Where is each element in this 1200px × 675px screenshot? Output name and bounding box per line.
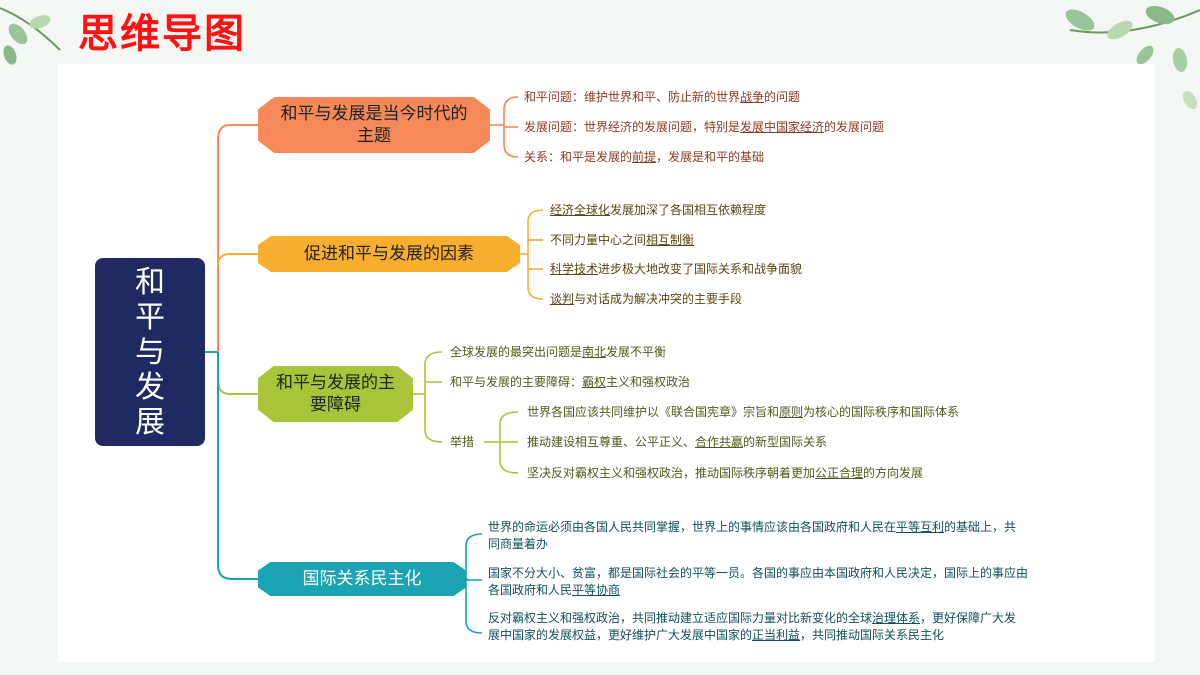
branch-democratization: 国际关系民主化 xyxy=(258,562,466,596)
leaf-item: 关系：和平是发展的前提，发展是和平的基础 xyxy=(524,149,764,165)
leaf-item: 科学技术进步极大地改变了国际关系和战争面貌 xyxy=(550,261,802,277)
keyword-underlined: 霸权 xyxy=(582,375,607,389)
keyword-underlined: 经济全球化 xyxy=(550,203,611,217)
leaf-text: 关系：和平是发展的 xyxy=(524,150,633,164)
leaf-text: 全球发展的最突出问题是 xyxy=(450,345,583,359)
measures-label: 举措 xyxy=(450,435,475,449)
leaf-item: 国家不分大小、贫富，都是国际社会的平等一员。各国的事应由本国政府和人民决定，国际… xyxy=(488,565,1028,599)
keyword-underlined: 正当利益 xyxy=(752,628,801,642)
leaf-text: 和平问题：维护世界和平、防止新的世界 xyxy=(524,90,741,104)
measure-item: 世界各国应该共同维护以《联合国宪章》宗旨和原则为核心的国际秩序和国际体系 xyxy=(527,404,959,420)
leaf-item: 谈判与对话成为解决冲突的主要手段 xyxy=(550,291,742,307)
leaf-text: 世界的命运必须由各国人民共同掌握，世界上的事情应该由各国政府和人民在 xyxy=(488,520,897,534)
root-node: 和平与发展 xyxy=(95,258,205,446)
keyword-underlined: 治理体系 xyxy=(872,611,921,625)
branch-promoting-factors: 促进和平与发展的因素 xyxy=(258,236,520,272)
leaf-text: 为核心的国际秩序和国际体系 xyxy=(803,405,960,419)
leaf-item: 和平与发展的主要障碍：霸权主义和强权政治 xyxy=(450,374,690,390)
mindmap-canvas xyxy=(58,64,1155,662)
branch-theme-of-era: 和平与发展是当今时代的主题 xyxy=(258,97,490,153)
leaf-item: 发展问题：世界经济的发展问题，特别是发展中国家经济的发展问题 xyxy=(524,119,884,135)
leaf-item: 全球发展的最突出问题是南北发展不平衡 xyxy=(450,344,666,360)
keyword-underlined: 科学技术 xyxy=(550,262,599,276)
leaf-text: 世界各国应该共同维护以《联合国宪章》宗旨和 xyxy=(527,405,780,419)
leaf-item: 和平问题：维护世界和平、防止新的世界战争的问题 xyxy=(524,89,800,105)
leaf-decoration-right xyxy=(1065,5,1200,110)
leaf-text: 和平与发展的主要障碍： xyxy=(450,375,583,389)
leaf-text: 推动建设相互尊重、公平正义、 xyxy=(527,435,696,449)
keyword-underlined: 南北 xyxy=(582,345,607,359)
leaf-text: 发展不平衡 xyxy=(606,345,667,359)
measure-item: 推动建设相互尊重、公平正义、合作共赢的新型国际关系 xyxy=(527,434,827,450)
keyword-underlined: 谈判 xyxy=(550,292,575,306)
leaf-text: 的方向发展 xyxy=(863,466,924,480)
keyword-underlined: 发展中国家经济 xyxy=(740,120,825,134)
keyword-underlined: 合作共赢 xyxy=(695,435,744,449)
branch-main-obstacles: 和平与发展的主要障碍 xyxy=(258,366,413,422)
leaf-text: 的新型国际关系 xyxy=(743,435,828,449)
leaf-text: 的发展问题 xyxy=(824,120,885,134)
leaf-text: ，更好保障广大发展中国家的发展权益，更好维护广大发展中国家的 xyxy=(488,611,1017,642)
leaf-item: 世界的命运必须由各国人民共同掌握，世界上的事情应该由各国政府和人民在平等互利的基… xyxy=(488,519,1028,553)
leaf-text: 坚决反对霸权主义和强权政治，推动国际秩序朝着更加 xyxy=(527,466,816,480)
keyword-underlined: 相互制衡 xyxy=(646,233,695,247)
leaf-text: 进步极大地改变了国际关系和战争面貌 xyxy=(598,262,803,276)
leaf-text: 反对霸权主义和强权政治，共同推动建立适应国际力量对比新变化的全球 xyxy=(488,611,873,625)
leaf-item: 经济全球化发展加深了各国相互依赖程度 xyxy=(550,202,766,218)
keyword-underlined: 前提 xyxy=(632,150,657,164)
leaf-text: 发展问题：世界经济的发展问题，特别是 xyxy=(524,120,741,134)
keyword-underlined: 平等协商 xyxy=(572,583,621,597)
keyword-underlined: 原则 xyxy=(779,405,804,419)
leaf-text: 与对话成为解决冲突的主要手段 xyxy=(574,292,743,306)
keyword-underlined: 平等互利 xyxy=(896,520,945,534)
leaf-text: ，共同推动国际关系民主化 xyxy=(800,628,945,642)
leaf-text: 主义和强权政治 xyxy=(606,375,691,389)
leaf-text: ，发展是和平的基础 xyxy=(656,150,765,164)
leaf-decoration-left xyxy=(0,7,61,65)
page-title: 思维导图 xyxy=(78,11,246,57)
keyword-underlined: 公正合理 xyxy=(815,466,864,480)
leaf-text: 的问题 xyxy=(764,90,801,104)
leaf-item: 反对霸权主义和强权政治，共同推动建立适应国际力量对比新变化的全球治理体系，更好保… xyxy=(488,610,1028,644)
measure-item: 坚决反对霸权主义和强权政治，推动国际秩序朝着更加公正合理的方向发展 xyxy=(527,465,923,481)
leaf-text: 国家不分大小、贫富，都是国际社会的平等一员。各国的事应由本国政府和人民决定，国际… xyxy=(488,566,1029,597)
leaf-text: 发展加深了各国相互依赖程度 xyxy=(610,203,767,217)
keyword-underlined: 战争 xyxy=(740,90,765,104)
leaf-text: 不同力量中心之间 xyxy=(550,233,647,247)
leaf-item: 不同力量中心之间相互制衡 xyxy=(550,232,694,248)
leaf-text: 的基础上，共同商量着办 xyxy=(488,520,1017,551)
